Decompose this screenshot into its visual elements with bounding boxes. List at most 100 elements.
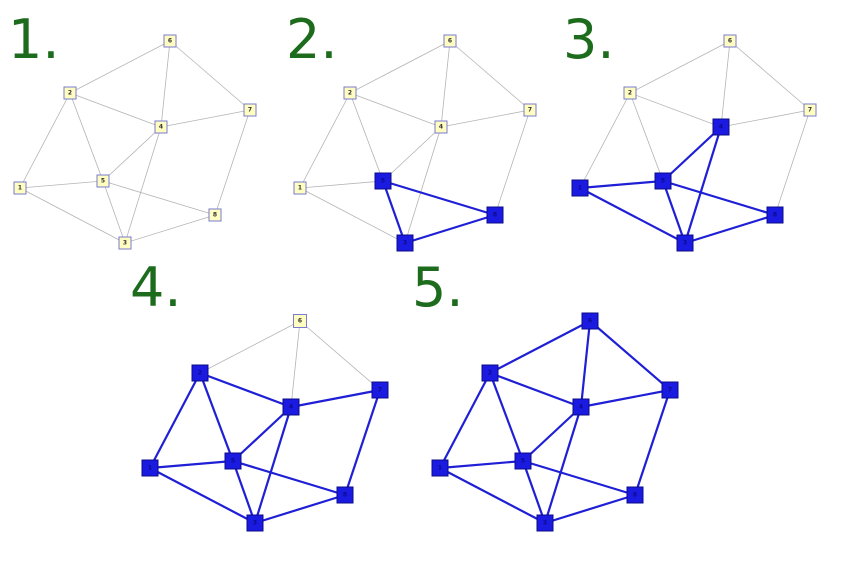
edge-7-8 xyxy=(633,389,672,496)
edge-4-3 xyxy=(253,406,293,524)
node-box xyxy=(163,34,177,48)
node-label: 5 xyxy=(381,178,385,185)
node-box xyxy=(431,459,449,477)
edge-2-4 xyxy=(489,371,582,409)
edge-4-5 xyxy=(662,126,722,182)
node-box xyxy=(514,452,532,470)
edge-5-3 xyxy=(102,180,126,244)
node-box xyxy=(154,120,168,134)
node-2: 2 xyxy=(63,86,77,100)
edge-2-4 xyxy=(69,92,162,128)
edge-1-5 xyxy=(439,459,524,470)
node-5: 5 xyxy=(374,172,392,190)
node-box xyxy=(766,206,784,224)
edge-7-8 xyxy=(343,389,382,496)
edge-7-8 xyxy=(214,109,251,216)
node-label: 6 xyxy=(298,318,302,325)
edge-4-5 xyxy=(382,126,442,182)
edge-2-5 xyxy=(69,92,104,182)
node-box xyxy=(661,381,679,399)
node-2: 2 xyxy=(623,86,637,100)
edge-6-7 xyxy=(589,320,671,391)
node-label: 3 xyxy=(253,520,257,527)
edge-6-4 xyxy=(440,40,451,128)
node-box xyxy=(282,398,300,416)
edge-2-6 xyxy=(489,320,591,374)
edge-2-6 xyxy=(629,40,731,94)
node-box xyxy=(96,174,110,188)
panels: 1.123456782.123456783.123456784.12345678… xyxy=(8,8,817,532)
edge-5-8 xyxy=(102,180,216,216)
node-label: 8 xyxy=(493,212,497,219)
edge-6-4 xyxy=(720,40,731,128)
node-3: 3 xyxy=(536,514,554,532)
edge-1-3 xyxy=(19,187,126,244)
node-5: 5 xyxy=(224,452,242,470)
edge-3-8 xyxy=(684,213,776,245)
node-label: 1 xyxy=(578,185,582,192)
edge-4-5 xyxy=(102,126,162,182)
edge-4-3 xyxy=(543,406,583,524)
node-6: 6 xyxy=(293,314,307,328)
node-label: 6 xyxy=(168,38,172,45)
node-box xyxy=(654,172,672,190)
edge-6-7 xyxy=(449,40,531,111)
node-label: 5 xyxy=(231,458,235,465)
node-7: 7 xyxy=(523,103,537,117)
edge-1-2 xyxy=(299,92,351,189)
node-label: 7 xyxy=(668,387,672,394)
node-2: 2 xyxy=(481,364,499,382)
node-label: 2 xyxy=(628,90,632,97)
node-box xyxy=(118,236,132,250)
node-label: 3 xyxy=(123,240,127,247)
edge-7-8 xyxy=(774,109,811,216)
edge-4-7 xyxy=(160,109,251,128)
node-6: 6 xyxy=(581,312,599,330)
edge-1-3 xyxy=(299,187,406,244)
node-8: 8 xyxy=(626,486,644,504)
node-label: 3 xyxy=(683,240,687,247)
node-box xyxy=(581,312,599,330)
edge-4-7 xyxy=(290,388,381,409)
edge-6-4 xyxy=(160,40,171,128)
node-box xyxy=(293,181,307,195)
node-1: 1 xyxy=(571,179,589,197)
step-label: 5. xyxy=(412,256,464,319)
edge-5-3 xyxy=(661,180,687,244)
node-7: 7 xyxy=(243,103,257,117)
edge-2-4 xyxy=(349,92,442,128)
node-box xyxy=(712,118,730,136)
edge-5-8 xyxy=(662,179,776,217)
edge-1-3 xyxy=(149,467,256,524)
step-label: 1. xyxy=(8,8,60,71)
edge-5-8 xyxy=(522,459,636,497)
node-box xyxy=(443,34,457,48)
node-box xyxy=(626,486,644,504)
edge-1-3 xyxy=(579,187,686,244)
edge-4-7 xyxy=(580,388,671,409)
node-7: 7 xyxy=(661,381,679,399)
edge-2-6 xyxy=(69,40,171,94)
node-3: 3 xyxy=(676,234,694,252)
node-box xyxy=(536,514,554,532)
edge-1-2 xyxy=(439,372,491,469)
node-label: 8 xyxy=(773,212,777,219)
node-box xyxy=(676,234,694,252)
node-label: 7 xyxy=(248,107,252,114)
edge-1-5 xyxy=(149,459,234,470)
edge-3-8 xyxy=(544,493,636,525)
node-4: 4 xyxy=(434,120,448,134)
edge-2-6 xyxy=(199,320,301,374)
node-box xyxy=(374,172,392,190)
node-label: 1 xyxy=(298,185,302,192)
edge-5-3 xyxy=(231,460,257,524)
node-label: 1 xyxy=(148,465,152,472)
node-box xyxy=(208,208,222,222)
edge-2-5 xyxy=(629,92,664,182)
node-5: 5 xyxy=(96,174,110,188)
edge-4-5 xyxy=(522,406,582,462)
edge-5-3 xyxy=(521,460,547,524)
